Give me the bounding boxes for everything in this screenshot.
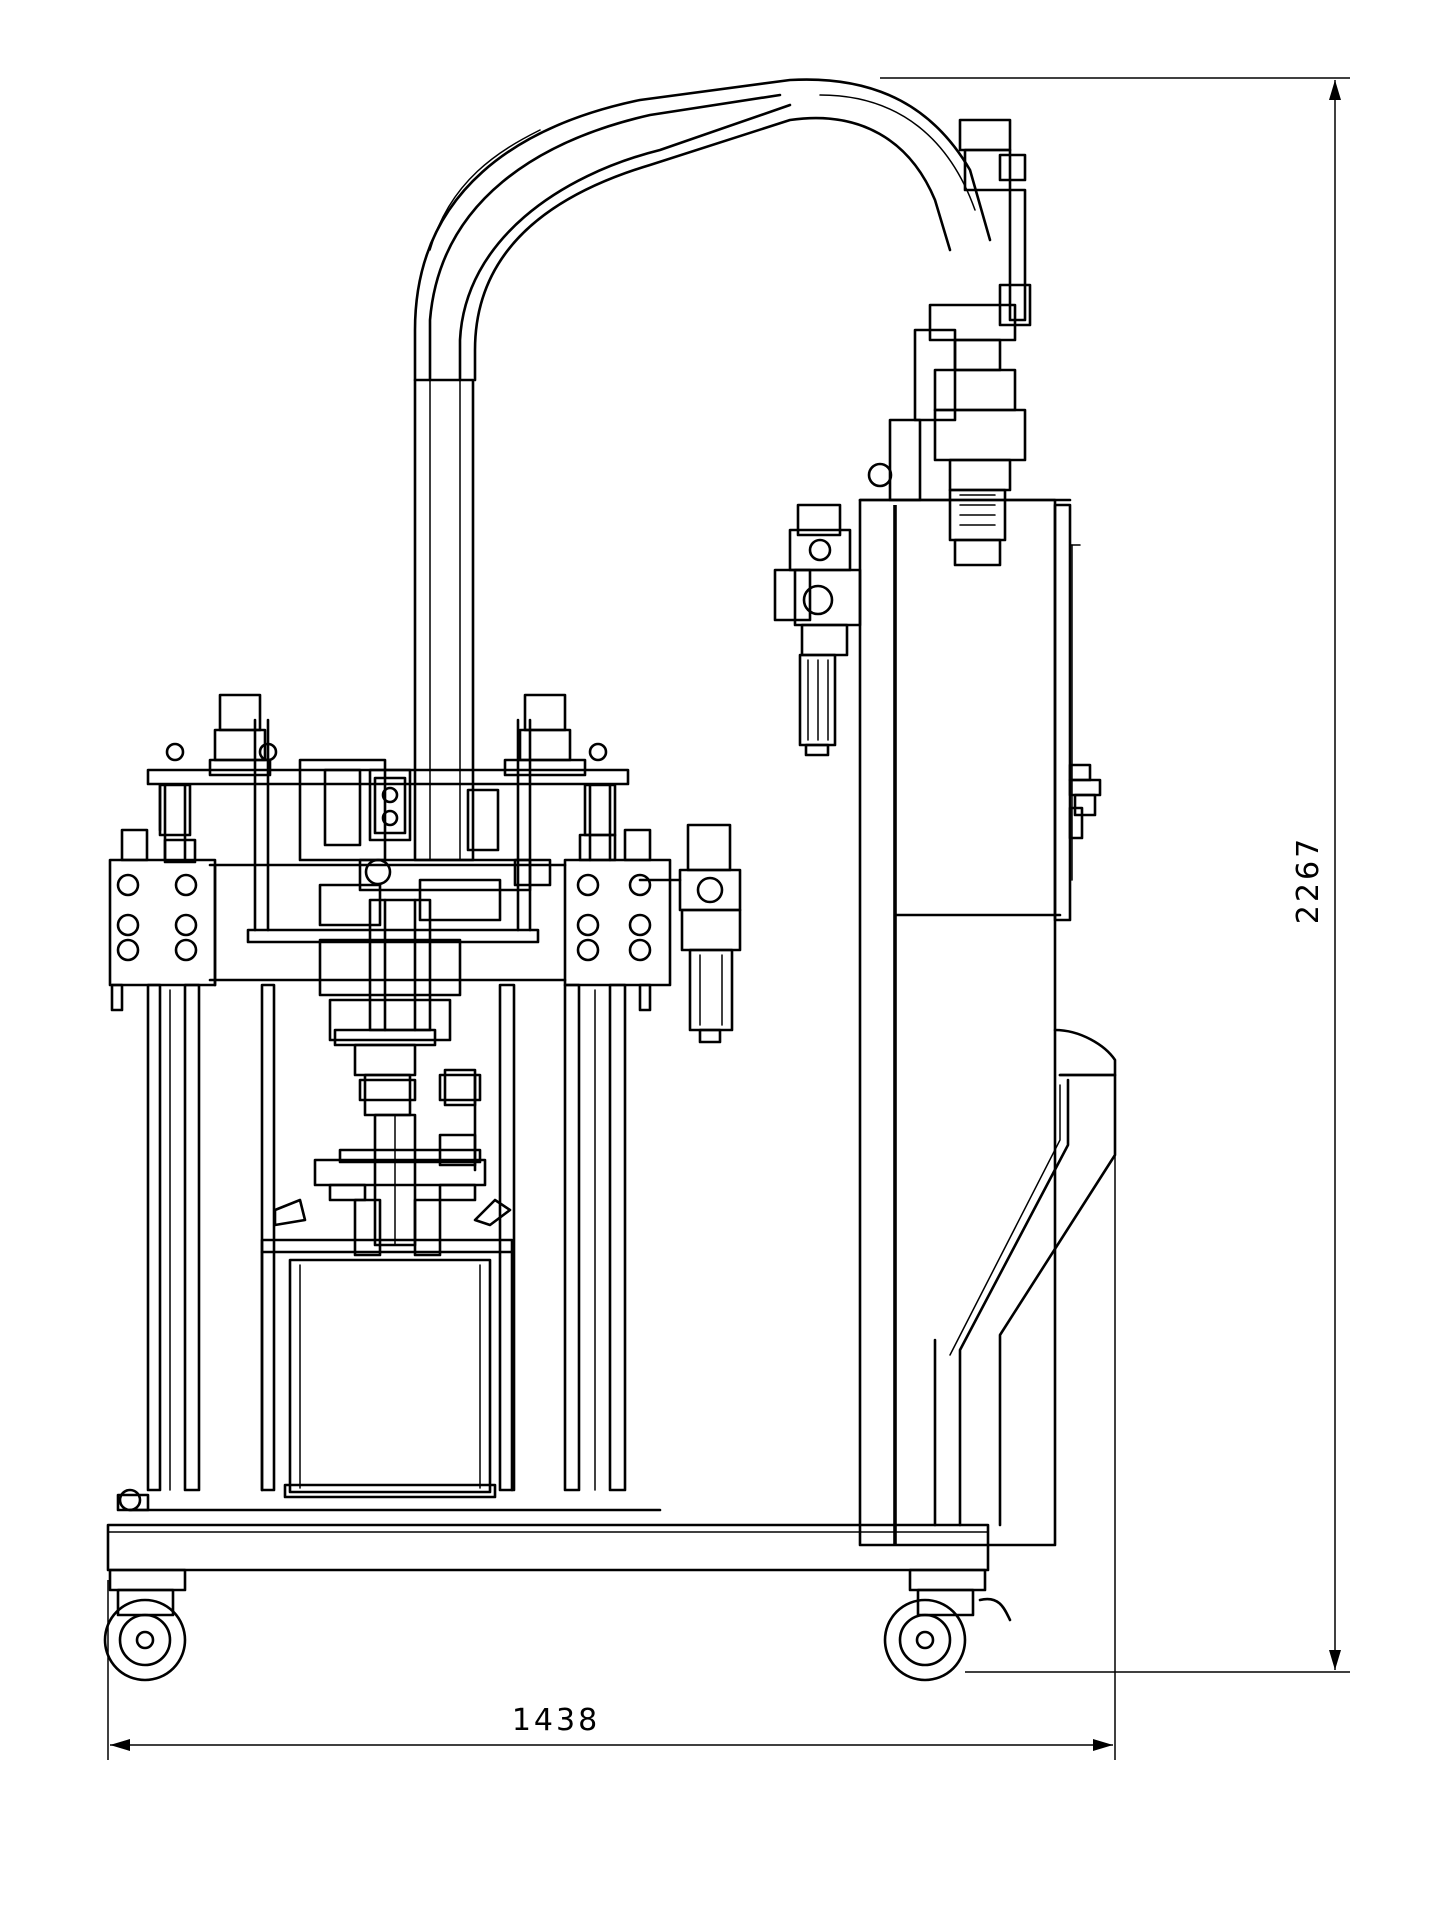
main-frame [146, 718, 630, 1492]
right-valve-block [563, 828, 672, 1012]
right-upper-solenoid [503, 693, 617, 837]
caster-right [883, 1568, 1012, 1682]
left-upper-solenoid [158, 693, 278, 837]
upper-hose-fittings [867, 118, 1032, 567]
mixing-head [298, 758, 552, 1257]
caster-left [103, 1568, 187, 1682]
width-dimension [107, 1080, 1116, 1760]
cabinet-base [933, 1028, 1117, 1527]
air-filter-regulator-upper [773, 503, 862, 757]
air-filter-regulator-lower [638, 823, 742, 1044]
height-dimension [880, 77, 1350, 1673]
control-cabinet [858, 498, 1102, 1547]
material-drum [283, 1258, 497, 1499]
base-frame [106, 1488, 990, 1572]
hose-arch [413, 78, 992, 862]
width-dimension-label: 1438 [512, 1703, 600, 1738]
drum-follower-plate [260, 1198, 514, 1492]
height-dimension-label: 2267 [1291, 836, 1326, 924]
left-valve-block [108, 828, 217, 1012]
